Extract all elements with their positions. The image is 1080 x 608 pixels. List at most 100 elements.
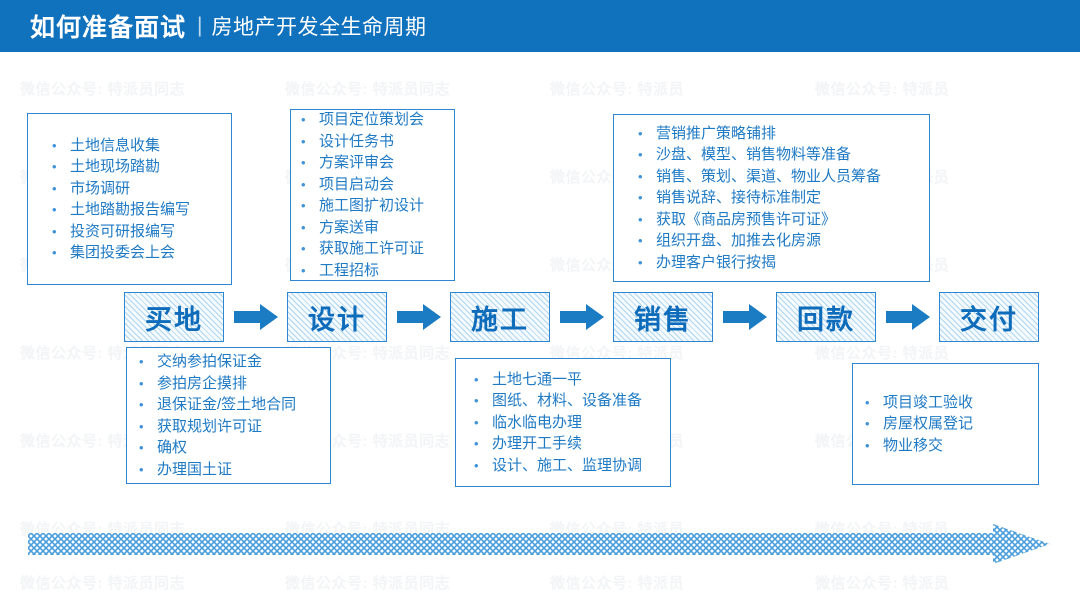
list-item-label: 交纳参拍保证金 xyxy=(157,353,263,370)
detail-box-build: •土地七通一平•图纸、材料、设备准备•临水临电办理•办理开工手续•设计、施工、监… xyxy=(455,358,671,487)
timeline-arrow-icon xyxy=(28,524,1050,564)
list-item: • 项目定位策划会 xyxy=(297,109,454,131)
bullet-icon: • xyxy=(52,245,57,260)
stage-box-sales[interactable]: 销售 xyxy=(613,292,713,342)
bullet-icon: • xyxy=(638,211,643,227)
stage-label: 施工 xyxy=(471,304,529,335)
detail-box-design: •项目定位策划会•设计任务书•方案评审会•项目启动会•施工图扩初设计•方案送审•… xyxy=(290,109,455,281)
detail-list-land: •土地信息收集•土地现场踏勘•市场调研•土地踏勘报告编写•投资可研报编写•集团投… xyxy=(28,135,231,264)
list-item: • 交纳参拍保证金 xyxy=(135,351,330,373)
list-item: • 方案评审会 xyxy=(297,152,454,174)
bullet-icon: • xyxy=(865,416,870,432)
list-item-label: 土地现场踏勘 xyxy=(70,158,161,175)
list-item: • 投资可研报编写 xyxy=(48,221,231,243)
stage-box-design[interactable]: 设计 xyxy=(287,292,387,342)
bullet-icon: • xyxy=(474,436,479,452)
list-item: •组织开盘、加推去化房源 xyxy=(634,230,929,252)
bullet-icon: • xyxy=(638,168,643,184)
bullet-icon: • xyxy=(638,254,643,270)
bullet-icon: • xyxy=(865,394,870,410)
list-item-label: 集团投委会上会 xyxy=(70,244,176,261)
list-item: •确权 xyxy=(135,437,330,459)
list-item: • 土地现场踏勘 xyxy=(48,156,231,178)
list-item: • 获取施工许可证 xyxy=(297,238,454,260)
list-item: • 销售、策划、渠道、物业人员筹备 xyxy=(634,166,929,188)
list-item-label: 设计、施工、监理协调 xyxy=(492,456,643,474)
watermark-text: 微信公众号: 特派员 xyxy=(815,575,950,592)
watermark-text: 微信公众号: 特派员 xyxy=(550,81,685,98)
list-item-label: 项目定位策划会 xyxy=(319,111,425,128)
stage-label: 设计 xyxy=(308,304,366,335)
list-item-label: 土地七通一平 xyxy=(492,370,583,388)
list-item: • 退保证金/签土地合同 xyxy=(135,394,330,416)
bullet-icon: • xyxy=(301,112,306,127)
list-item-label: 施工图扩初设计 xyxy=(319,197,425,214)
list-item-label: 办理国土证 xyxy=(157,460,233,478)
list-item: •获取《商品房预售许可证》 xyxy=(634,209,929,231)
bullet-icon: • xyxy=(52,159,57,174)
watermark-text: 微信公众号: 特派员同志 xyxy=(285,81,451,98)
watermark-text: 微信公众号: 特派员 xyxy=(815,81,950,98)
list-item-label: 设计任务书 xyxy=(319,132,395,150)
page-subtitle: 房地产开发全生命周期 xyxy=(211,16,427,39)
list-item: •土地踏勘报告编写 xyxy=(48,199,231,221)
list-item-label: 营销推广策略铺排 xyxy=(656,124,777,142)
stage-box-payback[interactable]: 回款 xyxy=(776,292,876,342)
list-item: • 营销推广策略铺排 xyxy=(634,123,929,145)
bullet-icon: • xyxy=(139,461,144,477)
right-arrow-icon xyxy=(885,304,930,330)
bullet-icon: • xyxy=(301,241,306,256)
bullet-icon: • xyxy=(638,233,643,249)
bullet-icon: • xyxy=(474,457,479,473)
bullet-icon: • xyxy=(139,440,144,455)
stage-box-deliver[interactable]: 交付 xyxy=(939,292,1039,342)
list-item: • 办理开工手续 xyxy=(470,433,670,455)
bullet-icon: • xyxy=(865,437,870,453)
list-item-label: 临水临电办理 xyxy=(492,413,583,431)
bullet-icon: • xyxy=(474,393,479,409)
list-item: •图纸、材料、设备准备 xyxy=(470,390,670,412)
list-item: • 设计、施工、监理协调 xyxy=(470,455,670,477)
stage-box-build[interactable]: 施工 xyxy=(450,292,550,342)
list-item-label: 退保证金/签土地合同 xyxy=(157,396,297,413)
detail-list-build: •土地七通一平•图纸、材料、设备准备•临水临电办理•办理开工手续•设计、施工、监… xyxy=(456,369,670,477)
list-item: •方案送审 xyxy=(297,217,454,239)
detail-box-sales: •营销推广策略铺排•沙盘、模型、销售物料等准备•销售、策划、渠道、物业人员筹备•… xyxy=(613,114,930,282)
bullet-icon: • xyxy=(139,354,144,369)
list-item: • 参拍房企摸排 xyxy=(135,373,330,395)
bullet-icon: • xyxy=(52,223,57,239)
detail-list-purchase: •交纳参拍保证金•参拍房企摸排•退保证金/签土地合同•获取规划许可证•确权•办理… xyxy=(127,351,330,480)
detail-list-design: •项目定位策划会•设计任务书•方案评审会•项目启动会•施工图扩初设计•方案送审•… xyxy=(291,109,454,281)
bullet-icon: • xyxy=(52,180,57,196)
watermark-text: 微信公众号: 特派员 xyxy=(550,575,685,592)
list-item-label: 参拍房企摸排 xyxy=(157,374,248,392)
list-item-label: 获取施工许可证 xyxy=(319,240,425,257)
list-item-label: 方案评审会 xyxy=(319,154,395,171)
bullet-icon: • xyxy=(638,125,643,141)
header-title-group: 如何准备面试 | 房地产开发全生命周期 xyxy=(30,0,426,52)
bullet-icon: • xyxy=(301,176,306,192)
list-item-label: 物业移交 xyxy=(883,436,944,454)
list-item: • 集团投委会上会 xyxy=(48,242,231,264)
slide-header: 如何准备面试 | 房地产开发全生命周期 xyxy=(0,0,1080,52)
list-item: •办理客户银行按揭 xyxy=(634,252,929,274)
bullet-icon: • xyxy=(139,397,144,412)
stage-box-buy[interactable]: 买地 xyxy=(124,292,224,342)
list-item-label: 销售、策划、渠道、物业人员筹备 xyxy=(656,167,882,185)
detail-box-deliver: •项目竣工验收•房屋权属登记•物业移交 xyxy=(852,363,1039,485)
list-item-label: 获取规划许可证 xyxy=(157,417,263,435)
watermark-text: 微信公众号: 特派员同志 xyxy=(20,575,186,592)
bullet-icon: • xyxy=(474,371,479,387)
detail-list-sales: •营销推广策略铺排•沙盘、模型、销售物料等准备•销售、策划、渠道、物业人员筹备•… xyxy=(614,123,929,274)
list-item: •沙盘、模型、销售物料等准备 xyxy=(634,144,929,166)
bullet-icon: • xyxy=(301,198,306,213)
bullet-icon: • xyxy=(301,133,306,149)
list-item-label: 投资可研报编写 xyxy=(70,222,176,240)
list-item-label: 沙盘、模型、销售物料等准备 xyxy=(656,146,852,164)
list-item: •获取规划许可证 xyxy=(135,416,330,438)
bullet-icon: • xyxy=(301,155,306,170)
bullet-icon: • xyxy=(139,375,144,391)
stage-label: 回款 xyxy=(797,304,855,335)
list-item-label: 办理开工手续 xyxy=(492,435,583,453)
list-item: •房屋权属登记 xyxy=(861,413,1038,435)
